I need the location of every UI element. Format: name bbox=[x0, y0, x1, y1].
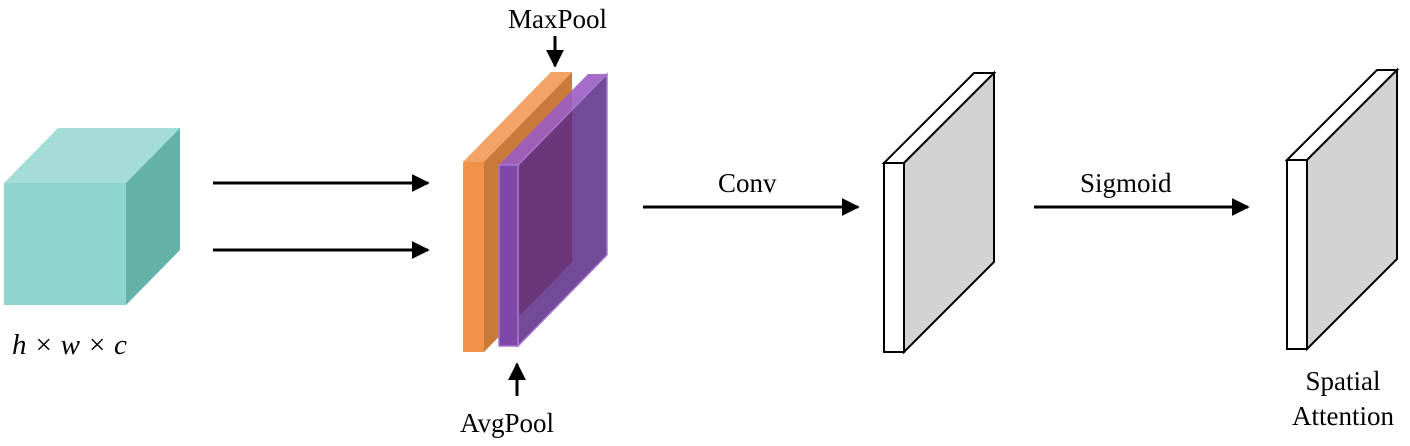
spatial-attention-map bbox=[1284, 67, 1400, 352]
maxpool-label: MaxPool bbox=[508, 4, 607, 34]
cube-front-face bbox=[4, 183, 126, 305]
input-dimensions-label: h × w × c bbox=[12, 329, 127, 361]
avgpool-label: AvgPool bbox=[460, 408, 554, 438]
sigmoid-label: Sigmoid bbox=[1080, 168, 1172, 198]
input-feature-cube bbox=[4, 128, 180, 305]
cube-side-face bbox=[126, 128, 180, 305]
conv-output-map bbox=[881, 70, 997, 355]
output-label-line2: Attention bbox=[1292, 401, 1394, 431]
output-label-line1: Spatial bbox=[1306, 366, 1381, 396]
avgpool-map bbox=[498, 72, 608, 348]
cube-top-face bbox=[4, 128, 180, 183]
conv-label: Conv bbox=[718, 168, 777, 198]
